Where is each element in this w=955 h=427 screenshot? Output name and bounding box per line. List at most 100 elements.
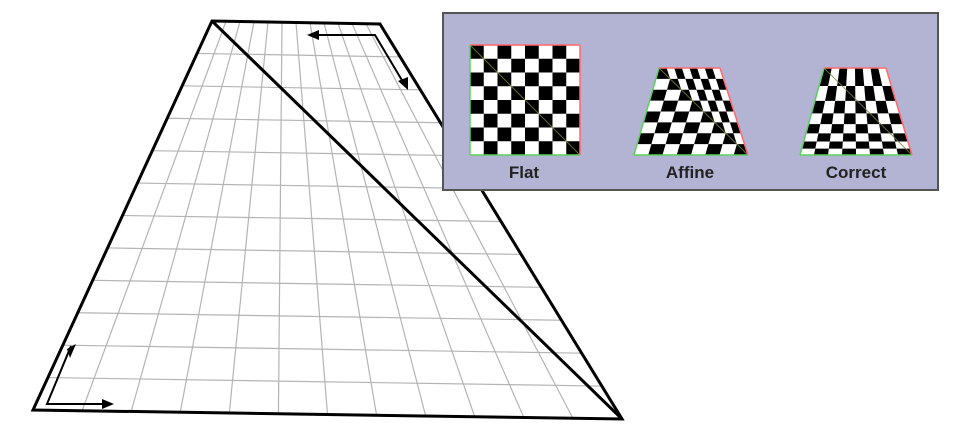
upper-right-uv-arrows bbox=[307, 30, 408, 90]
checker-square bbox=[805, 124, 821, 134]
checker-square bbox=[711, 122, 726, 134]
uv-arrow-path-lower bbox=[45, 345, 105, 405]
checker-square bbox=[896, 148, 912, 155]
checker-square bbox=[538, 58, 553, 73]
checker-square bbox=[552, 72, 567, 87]
checker-square bbox=[837, 68, 848, 86]
flat-checkerboard bbox=[469, 44, 581, 156]
checker-square bbox=[833, 100, 846, 114]
checker-square bbox=[870, 68, 883, 86]
checker-square bbox=[552, 45, 567, 59]
checker-square bbox=[665, 133, 683, 145]
grid-line-vertical bbox=[130, 21, 241, 412]
checker-square bbox=[694, 133, 712, 145]
checker-square bbox=[707, 100, 719, 112]
triangle-split-diagonal-thin bbox=[823, 67, 913, 156]
uv-arrow-path-upper bbox=[316, 34, 404, 83]
checker-square bbox=[683, 122, 701, 134]
checker-square bbox=[483, 141, 498, 155]
lower-left-uv-arrows bbox=[45, 344, 114, 409]
grid-line-vertical bbox=[323, 22, 427, 417]
checker-square bbox=[828, 141, 843, 149]
checker-square bbox=[700, 111, 715, 123]
checker-square bbox=[705, 144, 723, 155]
checker-square bbox=[842, 133, 856, 142]
affine-checkerboard bbox=[633, 67, 749, 156]
checker-square bbox=[671, 111, 690, 123]
checker-square bbox=[881, 141, 897, 149]
checker-square bbox=[470, 100, 484, 114]
checker-square bbox=[689, 100, 704, 112]
triangle-split-diagonal-thin bbox=[658, 67, 749, 156]
checker-square bbox=[855, 68, 865, 86]
checker-square bbox=[470, 72, 484, 87]
checker-square bbox=[855, 141, 870, 149]
example-flat: Flat bbox=[469, 44, 581, 182]
checker-square bbox=[855, 100, 867, 114]
quad-outline bbox=[30, 19, 625, 421]
checker-square bbox=[483, 113, 498, 128]
checker-square bbox=[825, 85, 838, 101]
checker-square bbox=[674, 68, 686, 79]
checker-square bbox=[814, 148, 829, 155]
checker-square bbox=[842, 148, 856, 155]
edge-right bbox=[885, 67, 913, 156]
checker-square bbox=[864, 85, 876, 101]
checker-square bbox=[511, 141, 525, 155]
grid-line-vertical bbox=[228, 21, 269, 414]
checker-square bbox=[497, 127, 512, 142]
checker-square bbox=[733, 144, 748, 155]
checker-square bbox=[718, 111, 730, 123]
arrowhead-down-icon bbox=[398, 77, 408, 90]
example-label-affine: Affine bbox=[666, 163, 714, 182]
edge-left bbox=[799, 67, 825, 156]
checker-square bbox=[483, 86, 498, 100]
checker-square bbox=[566, 58, 580, 73]
checker-square bbox=[711, 89, 723, 101]
checker-square bbox=[538, 141, 553, 155]
checker-square bbox=[722, 133, 737, 145]
checker-square bbox=[700, 78, 712, 90]
example-affine: Affine bbox=[633, 67, 749, 182]
checker-square bbox=[648, 144, 666, 155]
checker-square bbox=[868, 133, 882, 142]
checker-square bbox=[869, 148, 884, 155]
grid-line-vertical bbox=[295, 22, 329, 415]
checker-square bbox=[855, 124, 869, 134]
arrowhead-right-icon bbox=[102, 399, 114, 409]
checker-square bbox=[566, 113, 580, 128]
triangle-split-diagonal bbox=[210, 19, 624, 421]
grid-line-vertical bbox=[351, 23, 525, 418]
checker-square bbox=[689, 68, 701, 79]
arrowhead-left-icon bbox=[307, 30, 319, 40]
checker-square bbox=[667, 78, 682, 90]
grid-line-vertical bbox=[337, 23, 476, 417]
checker-square bbox=[643, 111, 661, 123]
checker-square bbox=[497, 100, 512, 114]
example-correct: Correct bbox=[799, 67, 913, 182]
grid-line-vertical bbox=[365, 23, 574, 419]
checker-square bbox=[875, 100, 889, 114]
correct-checkerboard bbox=[799, 67, 913, 156]
checker-square bbox=[704, 68, 716, 79]
checker-square bbox=[525, 45, 539, 59]
checker-square bbox=[525, 127, 539, 142]
example-label-flat: Flat bbox=[509, 163, 540, 182]
checker-square bbox=[655, 68, 671, 79]
quad-texture-grid bbox=[47, 21, 602, 419]
checker-square bbox=[511, 58, 525, 73]
checker-square bbox=[816, 133, 831, 142]
checker-square bbox=[511, 113, 525, 128]
checker-square bbox=[801, 141, 817, 149]
checker-square bbox=[497, 45, 512, 59]
example-label-correct: Correct bbox=[826, 163, 887, 182]
checker-square bbox=[830, 124, 844, 134]
checker-square bbox=[525, 72, 539, 87]
checker-square bbox=[654, 122, 672, 134]
checker-square bbox=[811, 100, 826, 114]
checker-square bbox=[676, 144, 695, 155]
checker-square bbox=[888, 113, 903, 125]
checker-square bbox=[566, 86, 580, 100]
checker-square bbox=[678, 89, 693, 101]
